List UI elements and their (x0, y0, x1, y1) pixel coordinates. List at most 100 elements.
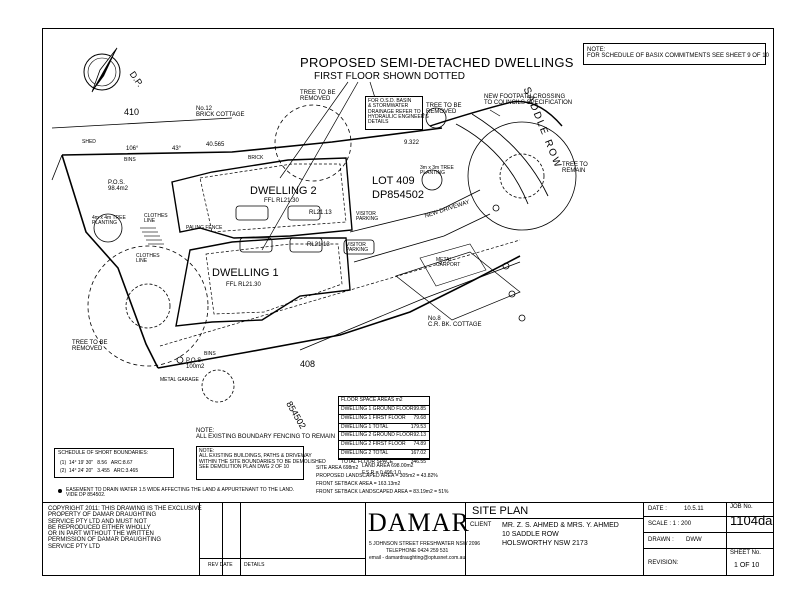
dwelling-2-first-floor (199, 163, 347, 233)
footpath-label: NEW FOOTPATH CROSSING TO COUNCILS SPECIF… (484, 94, 573, 107)
client-address-2: HOLSWORTHY NSW 2173 (502, 540, 588, 547)
boundary-schedule-row-1: (1) 14° 19' 30" 8.56 ARC:8.67 (60, 460, 133, 466)
rev-details-label: DETAILS (244, 562, 265, 568)
neighbour-no12: No.12 BRICK COTTAGE (196, 106, 245, 119)
floor-space-row-label: DWELLING 2 TOTAL (341, 449, 389, 456)
note-demo-box: NOTE: ALL EXISTING BUILDINGS, PATHS & DR… (196, 446, 326, 480)
brand-address: 5 JOHNSON STREET FRESHWATER NSW 2096 (369, 541, 481, 547)
floor-space-row: DWELLING 2 FIRST FLOOR 74.89 (339, 440, 429, 449)
scale-value: SCALE : 1 : 200 (648, 521, 692, 527)
neighbour-no8-outline (395, 251, 521, 321)
lot-dp: DP854502 (372, 189, 424, 201)
car-2 (287, 205, 321, 221)
floor-space-row: DWELLING 1 TOTAL 179.53 (339, 422, 429, 432)
tree-removed-mid-label: TREE TO BE REMOVED (426, 103, 462, 116)
neighbour-408-line (299, 261, 521, 351)
pos-2-label: P.O.S. 100m2 (186, 358, 205, 371)
site-area-1: SITE AREA 698m2 (316, 465, 359, 471)
driveway-edge-b (353, 213, 491, 263)
brand-name: DAMAR (368, 508, 470, 537)
garage-rl-a: RL21.13 (309, 210, 332, 216)
neighbour-dp-line (51, 154, 63, 181)
drawn-value: DWW (686, 537, 702, 543)
rev-date-label: REV DATE (208, 562, 233, 568)
dwelling-1-ffl: FFL RL21.30 (226, 282, 261, 288)
note-basix-text: NOTE: FOR SCHEDULE OF BASIX COMMITMENTS … (587, 47, 769, 60)
floor-space-row-value: 346.55 (410, 458, 426, 465)
date-label: DATE : (648, 506, 667, 512)
carport-outline (419, 243, 487, 287)
floor-space-row-label: DWELLING 2 FIRST FLOOR (341, 441, 406, 448)
boundary-schedule-box: SCHEDULE OF SHORT BOUNDARIES: (1) 14° 19… (54, 448, 174, 478)
visitor-parking-b: VISITOR PARKING (346, 242, 369, 254)
brand-box: DAMAR 5 JOHNSON STREET FRESHWATER NSW 20… (366, 502, 480, 576)
boundary-west (61, 154, 159, 369)
land-area: LAND AREA 698.00m2 (362, 463, 414, 469)
floor-space-table: FLOOR SPACE AREAS m2 DWELLING 1 GROUND F… (338, 396, 430, 465)
tree-remain-small (499, 153, 545, 199)
note-basix-box: NOTE: FOR SCHEDULE OF BASIX COMMITMENTS … (583, 43, 769, 65)
drawn-label: DRAWN : (648, 537, 674, 543)
pos-1-label: P.O.S. 98.4m2 (108, 180, 129, 193)
dim-43: 43° (172, 146, 182, 152)
floor-space-heading: FLOOR SPACE AREAS m2 (341, 397, 403, 403)
metal-garage-label: METAL GARAGE (160, 377, 199, 383)
car-1 (235, 205, 269, 221)
floor-space-row-value: 92.13 (413, 432, 426, 439)
dim-9322: 9.322 (404, 140, 420, 146)
copyright-text: COPYRIGHT 2011: THIS DRAWING IS THE EXCL… (48, 506, 202, 550)
meta-box: DATE : 10.5.11 SCALE : 1 : 200 DRAWN : D… (644, 502, 774, 576)
dwelling-1-name: DWELLING 1 (212, 267, 279, 279)
floor-space-row: TOTAL FLOOR SPACE 346.55 (339, 457, 429, 467)
floor-space-row-value: 99.85 (413, 406, 426, 412)
fsr: F.S.R = 0.496:1.0 (362, 470, 401, 476)
kerb-line-b (471, 113, 549, 197)
street-frontage (429, 100, 563, 127)
floor-space-row-label: DWELLING 1 GROUND FLOOR (341, 406, 414, 412)
tree-removed-mid (201, 369, 235, 403)
floor-space-row-label: TOTAL FLOOR SPACE (341, 458, 394, 465)
client-address-1: 10 SADDLE ROW (502, 531, 559, 538)
drawing-subtitle: FIRST FLOOR SHOWN DOTTED (314, 71, 465, 82)
leader-title-2 (261, 81, 359, 251)
dwelling-1-outline (175, 237, 351, 327)
floor-space-row-value: 74.89 (413, 441, 426, 448)
date-value: 10.5.11 (684, 506, 704, 512)
revision-label: REVISION: (648, 560, 679, 566)
site-area-2: PROPOSED LANDSCAPED AREA = 305m2 = 43.82… (316, 473, 438, 479)
bins-label: BINS (124, 157, 136, 163)
shed-label: SHED (82, 139, 96, 145)
shrub-c (508, 290, 516, 298)
floor-space-row-value: 179.53 (410, 423, 426, 430)
tree-removed-left-big (87, 245, 209, 367)
driveway-edge (349, 189, 481, 233)
clothes-line-label: CLOTHES LINE (144, 213, 168, 225)
copyright-box: COPYRIGHT 2011: THIS DRAWING IS THE EXCL… (42, 502, 202, 576)
neighbour-410: 410 (124, 107, 140, 117)
drawing-sheet-border (42, 28, 774, 576)
floor-space-row-value: 167.02 (410, 449, 426, 456)
shrub-e (176, 356, 184, 364)
garage-rl-b: RL21.13 (307, 242, 330, 248)
floor-space-row-label: DWELLING 1 TOTAL (341, 423, 389, 430)
car-4 (289, 237, 323, 253)
tree-planting-left-label: 4m x 4m TREE PLANTING (92, 215, 126, 227)
dim-106: 106° (126, 146, 139, 152)
easement-line (159, 239, 521, 347)
tree-removed-left-label: TREE TO BE REMOVED (72, 340, 108, 353)
brand-email: email - damardraughting@optusnet.com.au (369, 555, 466, 561)
lot-number: LOT 409 (372, 175, 415, 187)
floor-space-row: DWELLING 2 TOTAL 167.02 (339, 448, 429, 458)
floor-space-row-label: DWELLING 1 FIRST FLOOR (341, 414, 406, 421)
tree-removed-top-label: TREE TO BE REMOVED (300, 90, 336, 103)
client-box: SITE PLAN CLIENT MR. Z. S. AHMED & MRS. … (466, 502, 644, 576)
osd-note-box: FOR O.S.D. BASIN & STORMWATER DRAINAGE R… (365, 96, 429, 130)
shrub-d (518, 314, 526, 322)
dwelling-1-first-floor (205, 243, 343, 315)
north-arrow-icon (83, 47, 121, 93)
title-block (42, 502, 774, 576)
